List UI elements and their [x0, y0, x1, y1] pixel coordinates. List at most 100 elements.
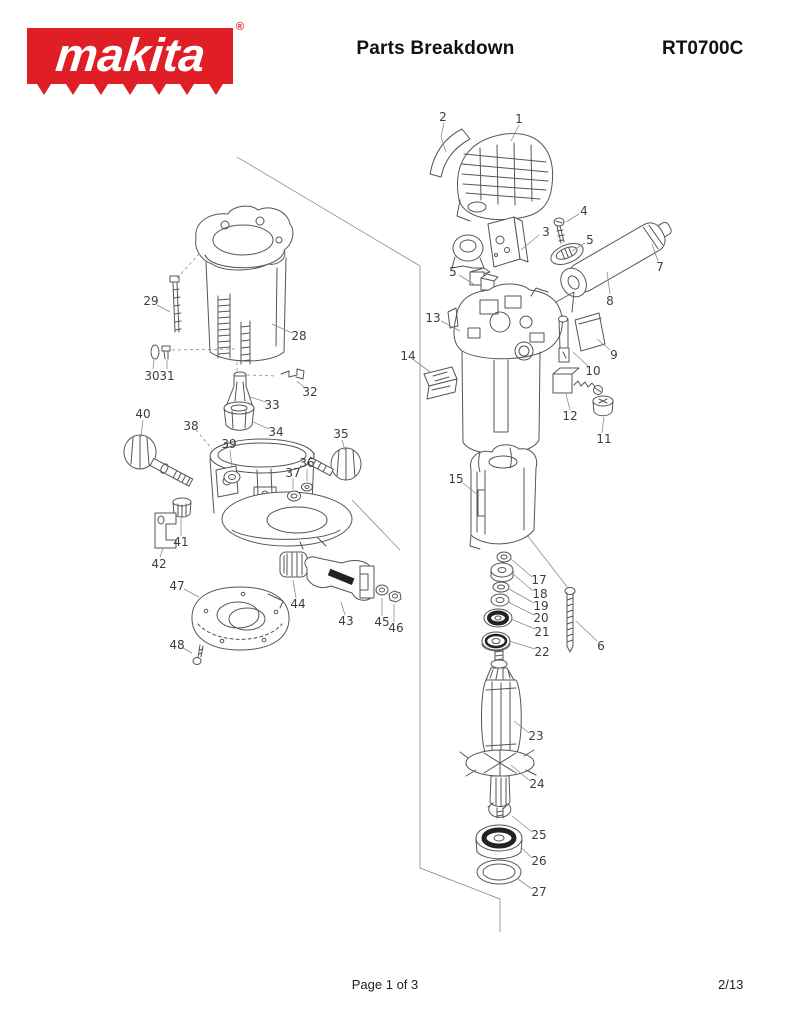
- part-39-washer: [223, 470, 241, 484]
- callout-6: 6: [597, 639, 605, 653]
- part-47-base-plate: [191, 586, 290, 651]
- callout-11: 11: [596, 432, 611, 446]
- callout-38: 38: [183, 419, 198, 433]
- part-12-brush-holder: [552, 367, 603, 395]
- part-40-clamp-knob-screw: [123, 434, 194, 487]
- callout-39: 39: [221, 437, 236, 451]
- part-37-nut: [287, 490, 301, 502]
- callout-40: 40: [135, 407, 150, 421]
- part-21-bearing: [483, 608, 513, 628]
- part-38-base-body: [209, 438, 353, 550]
- registered-trademark-icon: ®: [235, 21, 244, 33]
- makita-logo: makita ®: [27, 21, 244, 100]
- part-29-screw: [169, 275, 182, 333]
- part-6-long-screw: [564, 587, 576, 653]
- part-11-brush-cap: [592, 395, 614, 417]
- callout-35: 35: [333, 427, 348, 441]
- part-4-screw: [553, 217, 565, 244]
- part-22-bearing-retainer: [481, 631, 511, 652]
- callout-44: 44: [290, 597, 305, 611]
- part-10-carbon-brush: [558, 315, 570, 363]
- part-9-brush-holder-cover: [574, 312, 606, 352]
- callout-24: 24: [529, 777, 544, 791]
- callout-7: 7: [656, 260, 664, 274]
- part-3-controller: [487, 216, 529, 268]
- part-18-spacer: [490, 562, 514, 582]
- diagram-boundary-line: [236, 156, 501, 932]
- callout-36: 36: [299, 456, 314, 470]
- callout-9: 9: [610, 348, 618, 362]
- callout-2: 2: [439, 110, 447, 124]
- assembly-guide-lines: [171, 252, 569, 589]
- callout-1: 1: [515, 112, 523, 126]
- callout-43: 43: [338, 614, 353, 628]
- page-number-label: Page 1 of 3: [351, 977, 419, 992]
- makita-logo-block: makita: [27, 28, 233, 84]
- callout-numbers: 2 1 4 3 5 5 7 8 13 9 10 12 11 14 15 17 1…: [135, 110, 663, 899]
- part-33-collet-cone: [226, 371, 253, 405]
- callout-10: 10: [585, 364, 600, 378]
- callout-17: 17: [531, 573, 546, 587]
- part-34-collet-nut: [223, 401, 255, 431]
- callout-leader-lines: [140, 122, 659, 890]
- part-30-ring: [150, 344, 160, 360]
- callout-30: 30: [144, 369, 159, 383]
- callout-8: 8: [606, 294, 614, 308]
- callout-34: 34: [268, 425, 283, 439]
- part-20-washer: [490, 593, 510, 607]
- part-26-ball-bearing: [475, 824, 523, 860]
- callout-47: 47: [169, 579, 184, 593]
- callout-18: 18: [532, 587, 547, 601]
- callout-14: 14: [400, 349, 415, 363]
- part-1-motor-housing-cap: [456, 133, 554, 222]
- part-2-label-strip: [429, 128, 471, 178]
- callout-25: 25: [531, 828, 546, 842]
- callout-15: 15: [448, 472, 463, 486]
- callout-23: 23: [528, 729, 543, 743]
- callout-37: 37: [285, 466, 300, 480]
- part-48-screw: [192, 644, 204, 665]
- part-46-nut: [388, 590, 402, 603]
- callout-5-lever: 5: [586, 233, 594, 247]
- part-23-armature: [481, 649, 522, 761]
- callout-32: 32: [302, 385, 317, 399]
- part-17-washer: [496, 551, 512, 563]
- part-45-washer: [375, 584, 389, 596]
- callout-48: 48: [169, 638, 184, 652]
- controller-dial: [451, 234, 485, 269]
- callout-13: 13: [425, 311, 440, 325]
- callout-45: 45: [374, 615, 389, 629]
- part-13-motor-housing: [447, 283, 575, 455]
- callout-20: 20: [533, 611, 548, 625]
- callout-46: 46: [388, 621, 403, 635]
- callout-4: 4: [580, 204, 588, 218]
- part-32-clip: [280, 368, 305, 380]
- part-5-switch-block: [469, 267, 499, 291]
- part-42-bracket: [154, 512, 177, 549]
- part-14-terminal-block: [423, 366, 458, 400]
- part-15-field-stator: [469, 444, 538, 550]
- part-27-ring: [476, 859, 522, 885]
- part-28-housing-sleeve: [195, 205, 294, 365]
- part-19-washer: [492, 581, 510, 593]
- part-25-retaining-ring: [487, 802, 512, 818]
- part-41-knurled-nut: [172, 497, 192, 518]
- part-24-fan: [459, 749, 537, 819]
- part-36-washer: [301, 482, 313, 492]
- model-number: RT0700C: [662, 38, 744, 59]
- callout-21: 21: [534, 625, 549, 639]
- part-8-cord-handle: [560, 222, 666, 298]
- callout-19: 19: [533, 599, 548, 613]
- part-35-thumb-screw: [306, 447, 362, 481]
- part-43-stopper-lever: [304, 556, 375, 601]
- callout-31: 31: [159, 369, 174, 383]
- callout-3: 3: [542, 225, 550, 239]
- part-44-adjust-wheel: [279, 551, 308, 578]
- makita-logo-serif-teeth: [37, 84, 223, 95]
- page-title: Parts Breakdown: [356, 38, 515, 59]
- callout-42: 42: [151, 557, 166, 571]
- callout-33: 33: [264, 398, 279, 412]
- callout-27: 27: [531, 885, 546, 899]
